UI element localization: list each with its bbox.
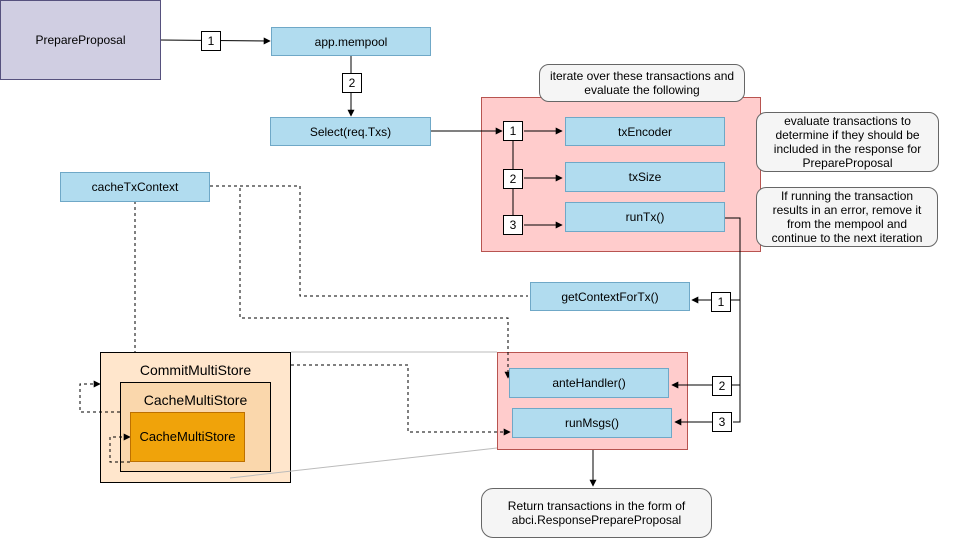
run-msgs-node: runMsgs() xyxy=(512,408,672,438)
step-label-to-mempool: 1 xyxy=(201,31,221,51)
tx-encoder-node: txEncoder xyxy=(565,117,725,146)
loop-step-3: 3 xyxy=(503,215,523,235)
edge-cachestore-loop xyxy=(79,380,120,413)
edge-cachetx-to-antehandler xyxy=(239,188,512,379)
iterate-note: iterate over these transactions and eval… xyxy=(539,64,745,102)
edge-commitstore-to-runmsgs xyxy=(291,364,511,436)
context-step-2: 2 xyxy=(712,376,732,396)
inner-cache-multi-store-node: CacheMultiStore xyxy=(130,412,245,462)
loop-step-2: 2 xyxy=(503,169,523,189)
select-node: Select(req.Txs) xyxy=(270,117,431,146)
prepare-proposal-node: PrepareProposal xyxy=(0,0,161,80)
edge-innerstore-loop xyxy=(109,433,131,463)
step-label-to-select: 2 xyxy=(342,73,362,93)
edge-runtx-down xyxy=(725,217,741,423)
zoom-guide-bottom xyxy=(229,447,498,479)
context-step-1: 1 xyxy=(711,292,731,312)
tx-size-node: txSize xyxy=(565,162,725,192)
ante-handler-node: anteHandler() xyxy=(509,368,669,398)
return-note: Return transactions in the form of abci.… xyxy=(481,488,712,538)
app-mempool-node: app.mempool xyxy=(271,27,431,56)
run-tx-error-note: If running the transaction results in an… xyxy=(756,187,938,247)
get-context-for-tx-node: getContextForTx() xyxy=(530,282,690,311)
context-step-3: 3 xyxy=(712,412,732,432)
cache-tx-context-node: cacheTxContext xyxy=(60,172,210,202)
run-tx-node: runTx() xyxy=(565,202,725,232)
edge-cachetx-to-getcontext xyxy=(210,185,528,297)
evaluate-note: evaluate transactions to determine if th… xyxy=(756,112,939,172)
loop-step-1: 1 xyxy=(503,121,523,141)
